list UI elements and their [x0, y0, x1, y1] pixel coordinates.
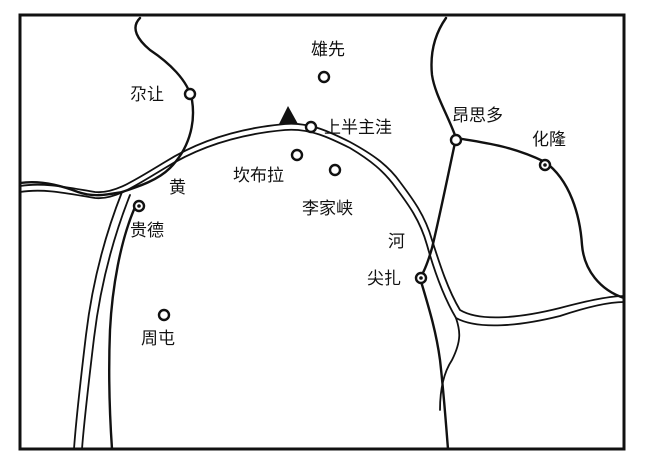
town-guide: 贵德 [130, 199, 164, 241]
town-lijiaxia: 李家峡 [302, 163, 353, 219]
road-upper-right [430, 16, 458, 140]
road-jianzha-south [418, 276, 450, 451]
label-zhuanrang: 尕让 [130, 85, 164, 105]
river-yellow-north-bank [19, 122, 625, 319]
town-hualong: 化隆 [532, 130, 566, 172]
label-xiongxian: 雄先 [311, 40, 345, 60]
river-label-he: 河 [388, 232, 405, 252]
label-hualong: 化隆 [532, 130, 566, 150]
town-angsiduo: 昂思多 [449, 106, 503, 147]
river-label-huang: 黄 [169, 178, 186, 198]
town-zhoutun: 周屯 [141, 308, 175, 349]
label-kanbula: 坎布拉 [233, 166, 284, 186]
road-upper-left [120, 16, 195, 194]
town-xiongxian: 雄先 [311, 40, 345, 84]
map-frame [18, 13, 626, 451]
label-angsiduo: 昂思多 [452, 106, 503, 126]
label-shangbanzhuwa: 上半主洼 [324, 118, 392, 138]
river-yellow-west-branch-b [81, 194, 131, 450]
town-shangbanzhuwa: 上半主洼 [304, 118, 392, 138]
road-hualong-east [543, 160, 626, 300]
town-jianzha: 尖扎 [367, 269, 428, 289]
town-zhuanrang: 尕让 [130, 85, 197, 105]
label-jianzha: 尖扎 [367, 269, 401, 289]
label-lijiaxia: 李家峡 [302, 199, 353, 219]
mountain-peak-icon [279, 106, 298, 124]
label-zhoutun: 周屯 [141, 329, 175, 349]
river-yellow-south-bank [19, 128, 625, 327]
town-kanbula: 坎布拉 [233, 148, 304, 186]
road-left-edge [18, 180, 124, 197]
river-yellow-lower-bank [439, 317, 461, 411]
road-angsiduo-hualong [454, 136, 547, 164]
label-guide: 贵德 [130, 221, 164, 241]
road-guide-south [107, 203, 138, 451]
river-yellow-west-branch-a [73, 191, 123, 450]
